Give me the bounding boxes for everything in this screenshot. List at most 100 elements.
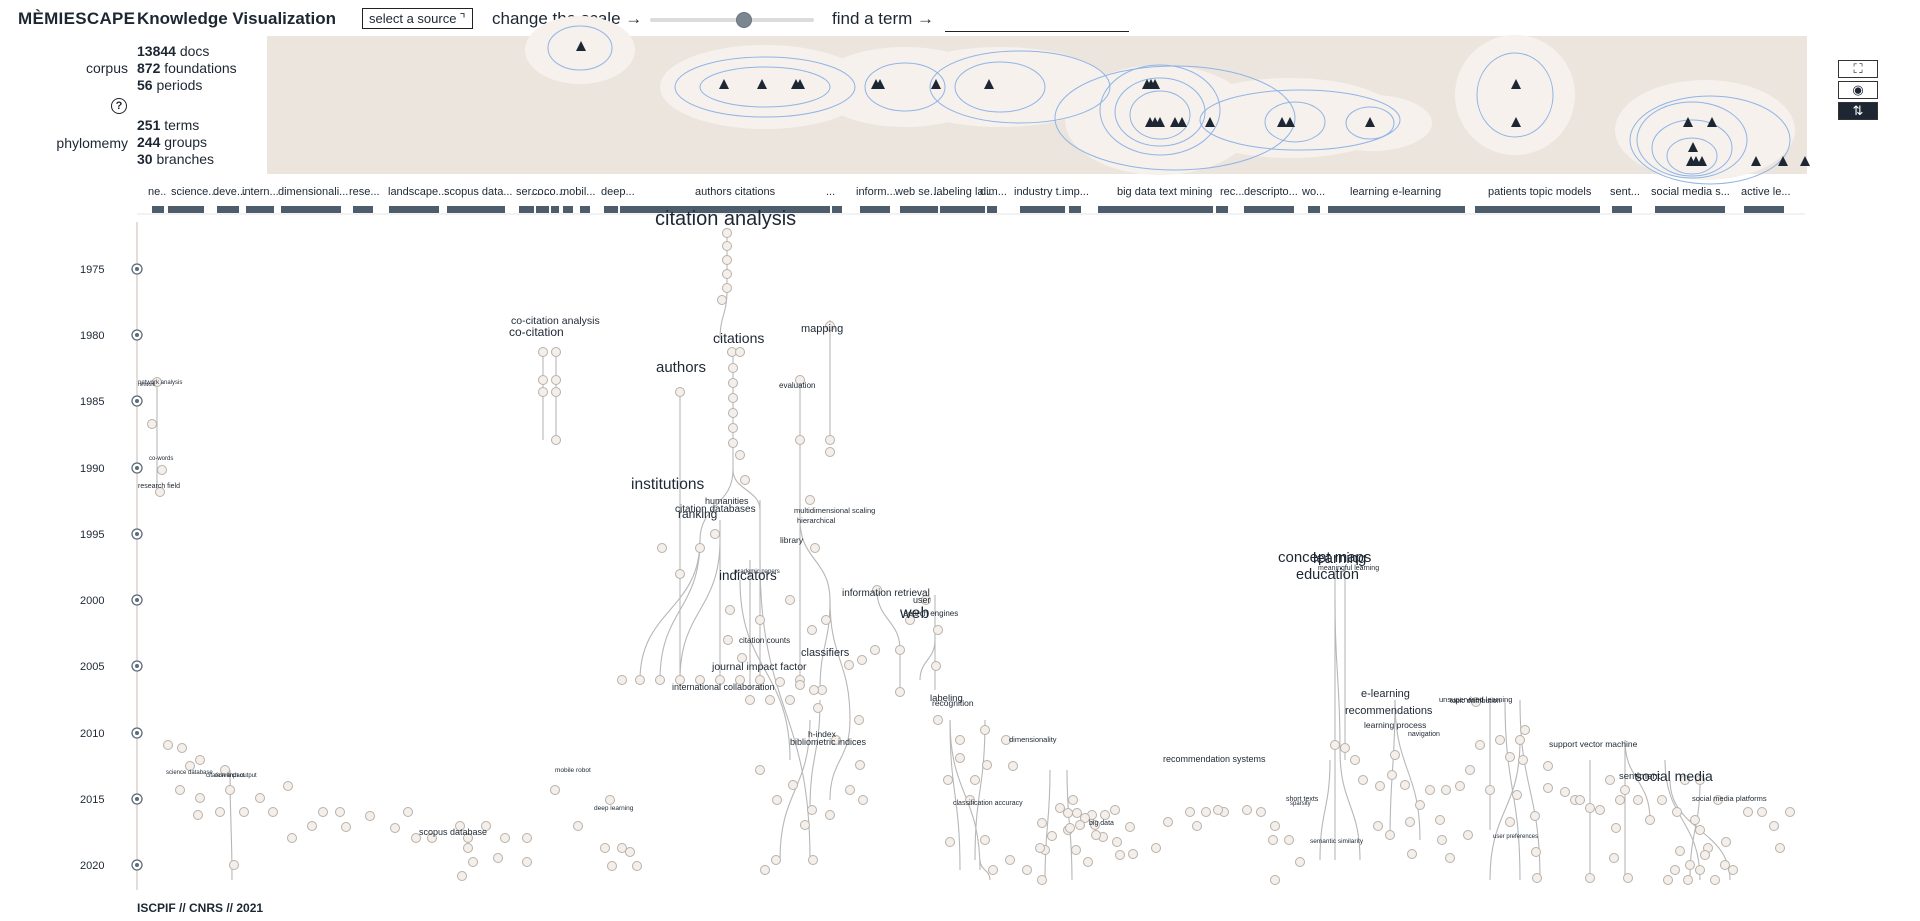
branch-label[interactable]: descripto... [1244, 186, 1298, 198]
group-node[interactable] [844, 660, 854, 670]
branch-bar[interactable] [900, 206, 938, 213]
group-node[interactable] [728, 438, 738, 448]
group-node[interactable] [468, 857, 478, 867]
group-node[interactable] [403, 807, 413, 817]
term-label[interactable]: humanities [705, 496, 749, 506]
group-node[interactable] [855, 760, 865, 770]
group-node[interactable] [695, 543, 705, 553]
group-node[interactable] [1387, 770, 1397, 780]
slider-handle[interactable] [735, 12, 752, 28]
group-node[interactable] [152, 377, 162, 387]
group-node[interactable] [825, 321, 835, 331]
term-label[interactable]: h-index [808, 729, 837, 739]
term-label[interactable]: web [899, 605, 929, 622]
term-label[interactable]: user preferences [1493, 834, 1538, 840]
branch-label[interactable]: dim... [980, 186, 1007, 198]
group-node[interactable] [617, 675, 627, 685]
branch-bar[interactable] [563, 206, 573, 213]
group-node[interactable] [755, 615, 765, 625]
branch-bar[interactable] [536, 206, 549, 213]
group-node[interactable] [185, 761, 195, 771]
branch-bar[interactable] [152, 206, 164, 213]
term-label[interactable]: mapping [801, 323, 843, 335]
group-node[interactable] [1065, 823, 1075, 833]
group-node[interactable] [1700, 850, 1710, 860]
group-node[interactable] [1128, 849, 1138, 859]
group-node[interactable] [1047, 831, 1057, 841]
group-node[interactable] [715, 675, 725, 685]
group-node[interactable] [722, 241, 732, 251]
year-label[interactable]: 2000 [80, 595, 104, 607]
peak-marker[interactable] [1150, 79, 1160, 89]
term-label[interactable]: e-learning [1361, 688, 1410, 700]
group-node[interactable] [795, 435, 805, 445]
group-node[interactable] [1695, 775, 1705, 785]
group-node[interactable] [945, 837, 955, 847]
branch-label[interactable]: learning e-learning [1350, 186, 1441, 198]
group-node[interactable] [1415, 800, 1425, 810]
group-node[interactable] [955, 735, 965, 745]
term-label[interactable]: scopus database [419, 827, 487, 837]
group-node[interactable] [481, 821, 491, 831]
group-node[interactable] [1284, 835, 1294, 845]
term-label[interactable]: semantic similarity [1310, 838, 1364, 845]
group-node[interactable] [1670, 865, 1680, 875]
group-node[interactable] [821, 615, 831, 625]
branch-bar[interactable] [1655, 206, 1725, 213]
group-node[interactable] [921, 595, 931, 605]
group-node[interactable] [1112, 837, 1122, 847]
group-node[interactable] [785, 595, 795, 605]
term-search-input[interactable] [945, 9, 1129, 32]
term-label[interactable]: user [913, 595, 931, 605]
branch-label[interactable]: wo... [1301, 186, 1325, 198]
group-node[interactable] [193, 810, 203, 820]
term-label[interactable]: citation databases [675, 504, 756, 515]
group-node[interactable] [1690, 815, 1700, 825]
branch-bar[interactable] [1216, 206, 1228, 213]
group-node[interactable] [737, 653, 747, 663]
group-node[interactable] [931, 661, 941, 671]
group-node[interactable] [1163, 817, 1173, 827]
term-label[interactable]: citation analysis [655, 208, 796, 230]
term-label[interactable]: social media [1635, 768, 1713, 784]
term-label[interactable]: labeling [930, 693, 963, 704]
group-node[interactable] [857, 655, 867, 665]
group-node[interactable] [175, 785, 185, 795]
term-label[interactable]: search engines [904, 609, 958, 618]
group-node[interactable] [723, 635, 733, 645]
group-node[interactable] [872, 585, 882, 595]
group-node[interactable] [457, 871, 467, 881]
group-node[interactable] [771, 855, 781, 865]
group-node[interactable] [1585, 873, 1595, 883]
group-node[interactable] [147, 419, 157, 429]
group-node[interactable] [1072, 808, 1082, 818]
branch-label[interactable]: active le... [1741, 186, 1791, 198]
group-node[interactable] [1037, 875, 1047, 885]
branch-label[interactable]: deve... [213, 186, 246, 198]
term-label[interactable]: social media platforms [1692, 794, 1767, 803]
group-node[interactable] [1675, 846, 1685, 856]
group-node[interactable] [825, 435, 835, 445]
group-node[interactable] [1769, 821, 1779, 831]
group-node[interactable] [239, 807, 249, 817]
branch-bar[interactable] [389, 206, 439, 213]
term-label[interactable]: network analysis [138, 380, 182, 386]
group-node[interactable] [1201, 807, 1211, 817]
group-node[interactable] [1680, 775, 1690, 785]
group-node[interactable] [722, 283, 732, 293]
group-node[interactable] [1520, 725, 1530, 735]
group-node[interactable] [1471, 697, 1481, 707]
group-node[interactable] [1575, 795, 1585, 805]
group-node[interactable] [1390, 750, 1400, 760]
group-node[interactable] [493, 853, 503, 863]
peak-marker[interactable] [1751, 156, 1761, 166]
group-node[interactable] [1358, 775, 1368, 785]
group-node[interactable] [500, 833, 510, 843]
branch-bar[interactable] [832, 206, 842, 213]
group-node[interactable] [463, 843, 473, 853]
term-label[interactable]: research field [138, 483, 180, 490]
branch-label[interactable]: big data text mining [1117, 186, 1212, 198]
branch-label[interactable]: sent... [1610, 186, 1640, 198]
group-node[interactable] [745, 695, 755, 705]
peak-marker[interactable] [1511, 117, 1521, 127]
